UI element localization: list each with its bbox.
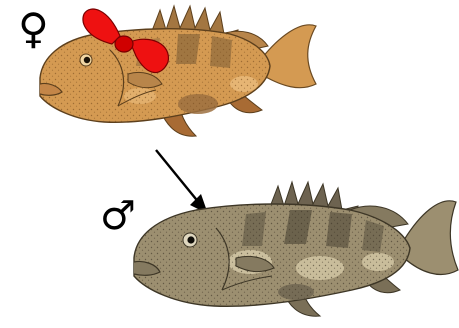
- female-fish: [40, 6, 316, 136]
- male-fish: [134, 182, 458, 316]
- transition-arrow: [156, 150, 208, 214]
